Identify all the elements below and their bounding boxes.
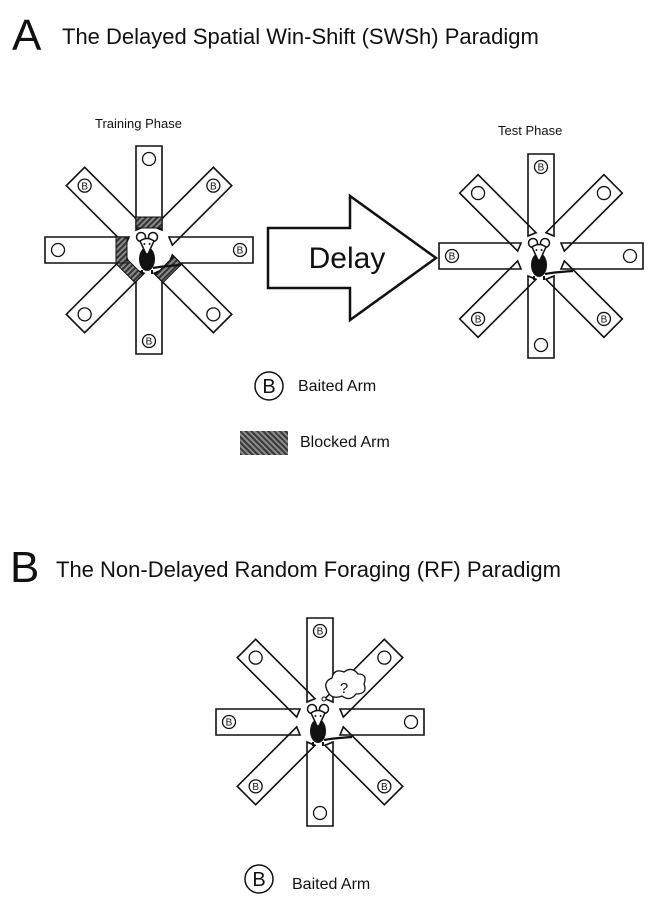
bait-letter: B [317,627,324,638]
baited-food-well: B [141,333,157,349]
empty-food-well [50,242,66,258]
baited-food-well: B [377,779,392,794]
delay-arrow: Delay [266,193,439,323]
bait-letter: B [146,337,153,348]
thought-bubble: ? [321,668,366,702]
panel-a-letter: A [12,11,42,60]
rat-icon [135,231,182,274]
blocked-arm-barrier [135,216,163,229]
bait-letter: B [601,315,608,326]
empty-food-well [533,337,549,353]
panel-a-title: The Delayed Spatial Win-Shift (SWSh) Par… [62,24,539,49]
bait-letter: B [475,315,482,326]
baited-food-well: B [312,623,328,639]
empty-food-well [206,307,221,322]
empty-food-well [470,185,486,201]
legend-blocked-swatch [240,431,288,455]
bait-letter: B [237,246,244,257]
empty-food-well [77,307,92,322]
baited-food-well: B [248,779,263,794]
bait-letter: B [449,252,456,263]
legend-blocked-arm-label: Blocked Arm [300,434,390,451]
delay-label: Delay [309,242,386,275]
baited-food-well: B [444,248,460,264]
delay-arrow-shape [266,193,439,323]
legend-b-bait-symbol: B [244,864,274,894]
panel-b-letter: B [10,543,40,592]
legend-b-bait-letter: B [252,869,265,891]
legend-bait-letter: B [262,376,275,398]
baited-food-well: B [470,311,486,327]
bait-letter: B [538,163,545,174]
bait-letter: B [81,181,88,192]
empty-food-well [377,650,392,665]
empty-food-well [141,151,157,167]
bait-letter: B [210,181,217,192]
blocked-arm-barrier [154,255,183,284]
bait-letter: B [381,782,388,793]
baited-food-well: B [221,714,237,730]
rat-icon [527,237,574,280]
empty-food-well [622,248,638,264]
baited-food-well: B [232,242,248,258]
blocked-arm-barrier [115,236,128,264]
training-phase-label: Training Phase [95,116,182,131]
legend-bait-symbol: B [254,371,284,401]
test-phase-label: Test Phase [498,123,563,138]
legend-baited-arm-label: Baited Arm [298,378,377,395]
thought-question-mark: ? [340,680,348,697]
empty-food-well [248,650,263,665]
panel-b-title: The Non-Delayed Random Foraging (RF) Par… [56,557,561,582]
legend-b-baited-arm-label: Baited Arm [292,876,371,893]
empty-food-well [403,714,419,730]
empty-food-well [312,805,328,821]
baited-food-well: B [596,311,612,327]
rat-icon [306,703,353,746]
empty-food-well [596,185,612,201]
bait-letter: B [252,782,259,793]
baited-food-well: B [533,159,549,175]
baited-food-well: B [77,178,92,193]
bait-letter: B [226,718,233,729]
baited-food-well: B [206,178,221,193]
